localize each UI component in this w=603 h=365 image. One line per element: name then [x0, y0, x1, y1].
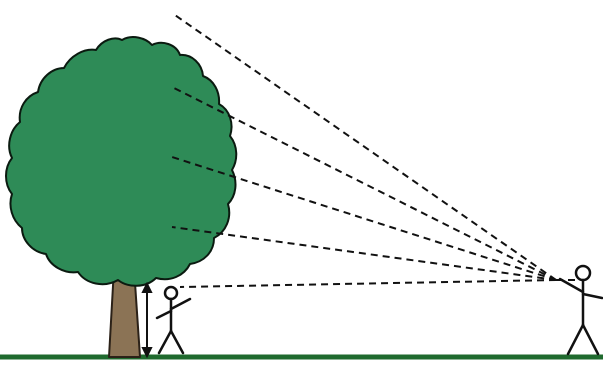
helper-leg-right: [171, 331, 183, 353]
tree: [6, 37, 236, 357]
helper-arm-lower: [157, 311, 171, 318]
helper-stick-figure: [157, 287, 190, 353]
eye-height-marker: [143, 284, 151, 356]
tree-foliage: [6, 37, 236, 286]
observer-head: [576, 266, 590, 280]
observer-leg-right: [583, 325, 598, 354]
observer-stick-figure: [560, 266, 602, 354]
helper-head: [165, 287, 177, 299]
sight-line: [180, 280, 556, 287]
helper-arm-raised: [171, 299, 190, 309]
sight-line: [172, 227, 556, 280]
helper-leg-left: [159, 331, 171, 353]
observer-leg-left: [568, 325, 583, 354]
observer-arm-side: [583, 294, 602, 298]
